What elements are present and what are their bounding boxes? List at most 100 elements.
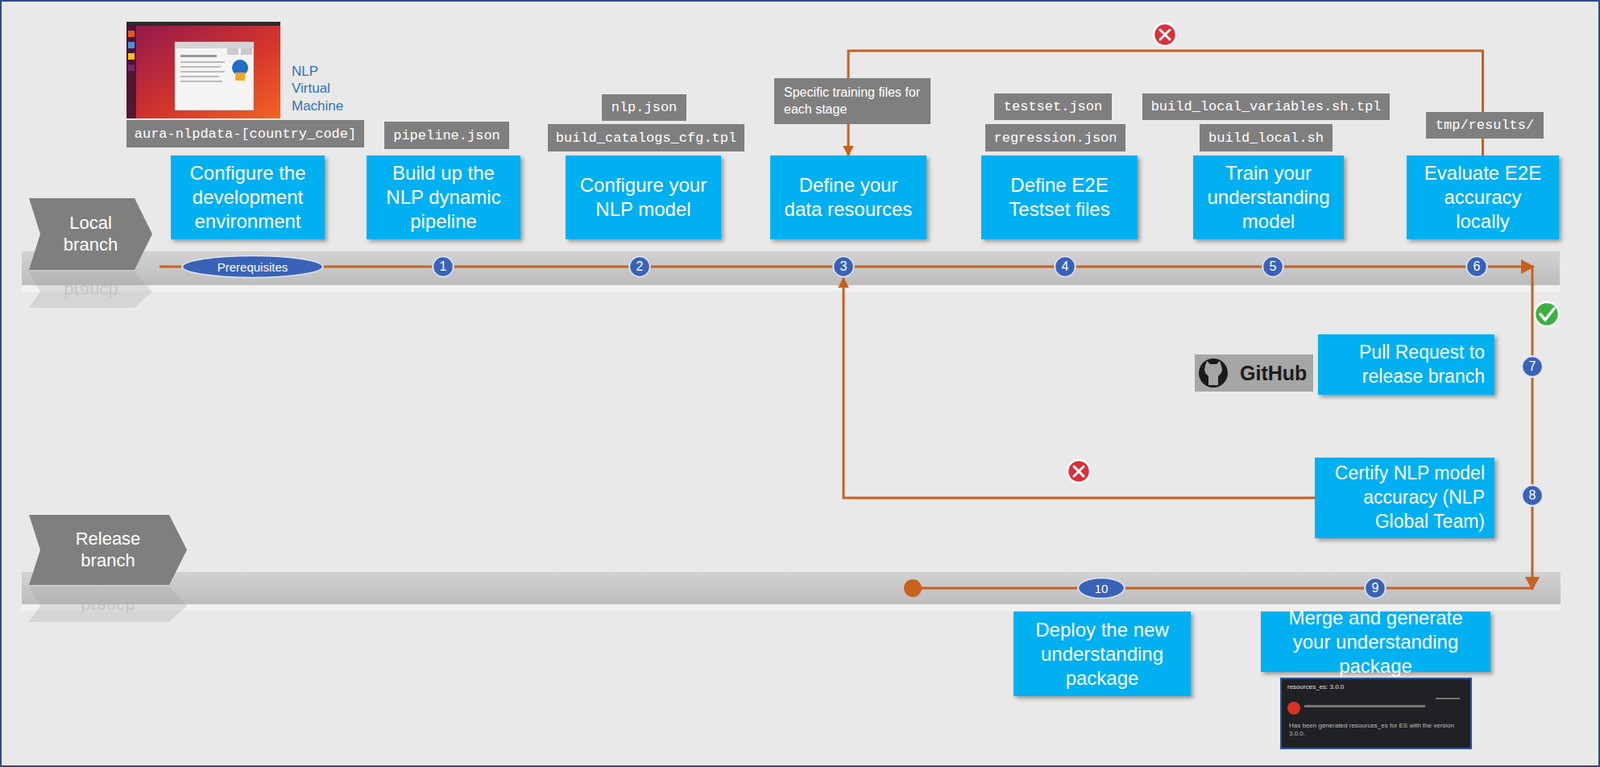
process-box: Configure your NLP model (565, 155, 722, 240)
node-text: Deploy the new understanding package (1021, 617, 1183, 691)
node-text: Merge and generate your understanding pa… (1268, 605, 1483, 679)
text-holder: Local branch (53, 212, 129, 256)
flow-connector (843, 277, 1315, 498)
lane-band-highlight (21, 285, 1560, 292)
node-text: tmp/results/ (1435, 117, 1534, 133)
node-text: 4 (1061, 259, 1070, 274)
text-holder: regression.json (993, 130, 1117, 146)
email-screenshot (1280, 678, 1472, 749)
process-box: Configure the development environment (170, 155, 325, 240)
vm-window-button (240, 48, 253, 55)
vm-screenshot (126, 21, 281, 119)
text-holder: 10 (1094, 581, 1109, 596)
node-text: testset.json (1003, 99, 1103, 115)
process-box: Merge and generate your understanding pa… (1260, 611, 1491, 672)
text-holder: 7 (1529, 359, 1537, 374)
text-holder: build_local_variables.sh.tpl (1151, 99, 1382, 115)
flow-connector (1531, 377, 1534, 485)
step-disc (1365, 578, 1386, 599)
node-text: Release branch (53, 528, 163, 572)
step-ellipse: Prerequisites (181, 254, 324, 279)
text-holder: GitHub (1239, 361, 1307, 386)
step-disc (1055, 256, 1076, 278)
vm-window-bar (174, 41, 254, 49)
approve-icon-check (1540, 308, 1555, 320)
vm-dock-icon (128, 30, 135, 38)
github-logo (1198, 358, 1228, 388)
vm-logo (235, 72, 245, 81)
step-number: 1 (431, 255, 455, 278)
flow-connector (1125, 587, 1364, 590)
process-box: Certify NLP model accuracy (NLP Global T… (1314, 457, 1495, 539)
node-text: build_catalogs_cfg.tpl (555, 130, 737, 146)
vm-window-line (180, 80, 223, 83)
text-holder: Specific training files for each stage (783, 84, 921, 119)
text-holder: Certify NLP model accuracy (NLP Global T… (1324, 461, 1485, 535)
node-text: Train your understanding model (1201, 161, 1336, 234)
node-text: 10 (1094, 581, 1109, 596)
node-text: 8 (1529, 488, 1537, 503)
vm-desktop (126, 21, 281, 119)
text-holder: 6 (1473, 259, 1481, 274)
text-holder: tmp/results/ (1435, 117, 1534, 133)
node-text: Local branch (53, 212, 129, 256)
text-holder: 5 (1269, 259, 1277, 274)
node-text: build_local.sh (1208, 130, 1324, 146)
step-disc (1522, 485, 1543, 506)
reflection-text: branch (67, 595, 149, 617)
file-tag: nlp.json (601, 94, 687, 121)
flow-connector (323, 265, 432, 269)
track-line (912, 587, 1078, 590)
text-holder: 9 (1372, 580, 1380, 596)
node-text: Build up the NLP dynamic pipeline (374, 161, 513, 234)
step-number: 7 (1521, 355, 1544, 378)
file-tag: build_local_variables.sh.tpl (1142, 93, 1390, 121)
node-text: Define E2E Testset files (989, 173, 1130, 222)
email-sender-line (1304, 704, 1426, 708)
text-holder: 3 (840, 259, 848, 274)
text-holder: 8 (1529, 488, 1537, 503)
step-disc (1467, 256, 1488, 278)
vm-window-button (227, 48, 239, 55)
approve-icon (1534, 302, 1559, 327)
flow-connector (454, 265, 629, 269)
reject-icon-disc (1067, 460, 1091, 483)
text-holder: Merge and generate your understanding pa… (1268, 605, 1483, 679)
text-holder: 1 (439, 259, 448, 274)
email-body: Has been generated resources_es for ES w… (1289, 721, 1465, 738)
file-tag: tmp/results/ (1425, 111, 1544, 139)
text-holder: nlp.json (611, 99, 678, 116)
process-box: Evaluate E2E accuracy locally (1406, 155, 1559, 240)
lane-chevron: Local branch (29, 198, 153, 270)
text-holder: Train your understanding model (1201, 161, 1336, 234)
text-holder: Configure the development environment (178, 161, 317, 234)
flow-connector (650, 265, 833, 269)
step-disc (833, 256, 854, 278)
text-holder: Prerequisites (217, 260, 289, 274)
process-box: Train your understanding model (1193, 155, 1344, 240)
step-disc (1078, 578, 1125, 599)
reject-icon (1153, 23, 1177, 46)
node-text: Define your data resources (778, 173, 919, 222)
email-subject: resources_es: 3.0.0 (1287, 683, 1449, 691)
text-holder: Define your data resources (778, 173, 919, 222)
file-tag: aura-nlpdata-[country_code] (126, 120, 365, 148)
flow-connector (854, 265, 1054, 269)
process-box: Deploy the new understanding package (1013, 611, 1191, 697)
lane-band (21, 572, 1561, 605)
reject-icon-cross (1073, 466, 1084, 477)
vm-window-line (180, 75, 220, 78)
flow-connector (1488, 266, 1533, 356)
chevron-shape (29, 514, 187, 585)
node-text: Pull Request to release branch (1327, 340, 1485, 390)
vm-dock (126, 25, 137, 119)
text-holder: Pull Request to release branch (1327, 340, 1485, 390)
node-text: 5 (1269, 259, 1277, 274)
track-line (159, 265, 182, 269)
node-text: GitHub (1239, 361, 1307, 386)
step-disc (182, 256, 324, 278)
step-number: 4 (1053, 255, 1077, 278)
node-text: regression.json (993, 130, 1117, 146)
node-text: 1 (439, 259, 448, 274)
